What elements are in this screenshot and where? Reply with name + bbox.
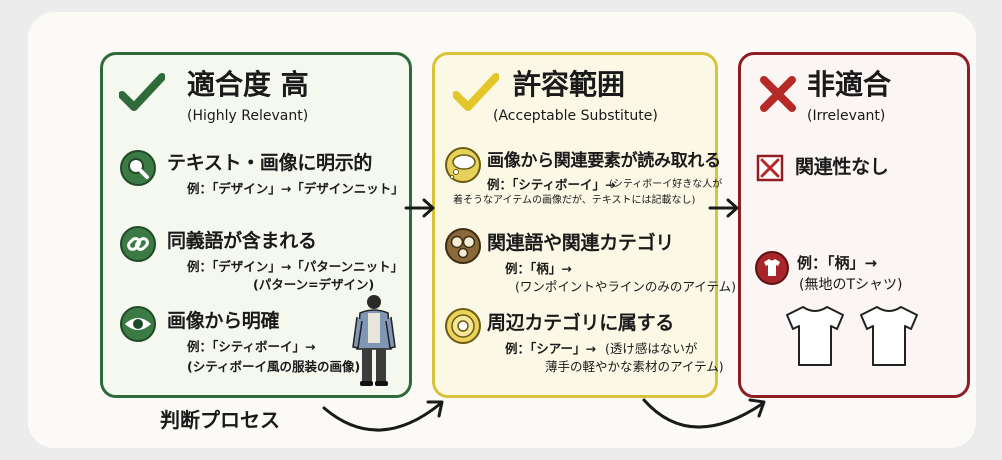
peripheral-note-2: 薄手の軽やかな素材のアイテム) [545, 359, 724, 374]
plain-tshirt-note: (無地のTシャツ) [799, 277, 903, 293]
yellow-check-icon [453, 73, 499, 113]
synonym-note: (パターン=デザイン) [253, 277, 375, 292]
explicit-example: 例：「デザイン」→「デザインニット」 [187, 181, 404, 196]
inferred-note-1: (シティボーイ好きな人が [609, 179, 723, 190]
magnifier-icon [119, 149, 157, 187]
highly-relevant-title: 適合度 高 [187, 68, 309, 101]
eye-icon [119, 305, 157, 343]
red-x-icon [759, 75, 797, 113]
arrow-right-icon [708, 196, 742, 220]
acceptable-subtitle: (Acceptable Substitute) [493, 108, 658, 124]
arrow-right-icon [404, 196, 438, 220]
curved-arrow-icon [320, 390, 460, 438]
concentric-circle-icon [443, 307, 483, 345]
peripheral-note-1: (透け感はないが [605, 341, 698, 356]
inferred-heading: 画像から関連要素が読み取れる [487, 151, 721, 171]
diagram-canvas: 適合度 高 (Highly Relevant) テキスト・画像に明示的 例：「デ… [28, 12, 976, 448]
thought-bubble-icon [443, 147, 483, 185]
plain-tshirts-illustration-icon [781, 303, 931, 369]
related-example: 例：「柄」→ [505, 261, 572, 276]
irrelevant-panel: 非適合 (Irrelevant) 関連性なし 例：「柄」→ (無地のTシャツ) [738, 52, 970, 398]
irrelevant-title: 非適合 [807, 68, 892, 101]
clear-image-heading: 画像から明確 [167, 310, 280, 332]
inferred-note-2: 着そうなアイテムの画像だが、テキストには記載なし) [453, 195, 696, 206]
explicit-heading: テキスト・画像に明示的 [167, 152, 373, 174]
related-note: (ワンポイントやラインのみのアイテム) [515, 279, 737, 294]
clear-image-note: (シティボーイ風の服装の画像) [187, 359, 361, 374]
acceptable-substitute-panel: 許容範囲 (Acceptable Substitute) 画像から関連要素が読み… [432, 52, 736, 398]
irrelevant-subtitle: (Irrelevant) [807, 108, 886, 124]
plain-tshirt-example: 例：「柄」→ [797, 254, 878, 272]
related-circles-icon [443, 227, 483, 265]
curved-arrow-icon [640, 388, 780, 438]
acceptable-title: 許容範囲 [513, 68, 626, 101]
crossed-box-icon [755, 153, 785, 183]
green-check-icon [119, 73, 165, 113]
clear-image-example: 例：「シティボーイ」→ [187, 339, 316, 354]
judgement-process-label: 判断プロセス [160, 408, 280, 432]
peripheral-heading: 周辺カテゴリに属する [487, 312, 675, 334]
peripheral-example: 例：「シアー」→ [505, 341, 596, 356]
synonym-example: 例：「デザイン」→「パターンニット」 [187, 259, 404, 274]
link-icon [119, 225, 157, 263]
inferred-example: 例：「シティボーイ」→ [487, 177, 616, 192]
related-heading: 関連語や関連カテゴリ [487, 232, 675, 254]
no-relevance-heading: 関連性なし [795, 156, 889, 178]
synonym-heading: 同義語が含まれる [167, 230, 317, 252]
tshirt-icon [755, 251, 789, 285]
highly-relevant-subtitle: (Highly Relevant) [187, 108, 309, 124]
city-boy-person-icon [351, 293, 397, 389]
highly-relevant-panel: 適合度 高 (Highly Relevant) テキスト・画像に明示的 例：「デ… [100, 52, 412, 398]
